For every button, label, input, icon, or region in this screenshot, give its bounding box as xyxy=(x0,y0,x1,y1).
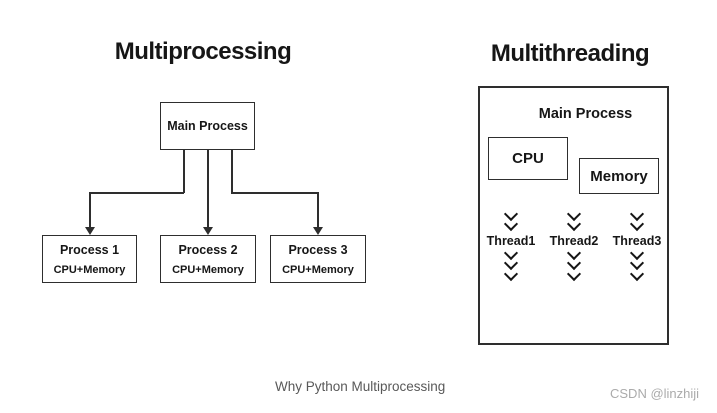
figure-caption: Why Python Multiprocessing xyxy=(275,379,446,394)
chevron-down-icon xyxy=(503,266,519,281)
chevron-down-icon xyxy=(566,216,582,232)
process-3-name: Process 3 xyxy=(288,242,348,257)
connector-line-right-vertical xyxy=(317,192,319,229)
chevron-group-top xyxy=(503,206,519,233)
chevron-down-icon xyxy=(566,266,582,281)
thread-3-label: Thread3 xyxy=(612,234,662,248)
arrow-down-icon xyxy=(313,227,323,235)
process-1-name: Process 1 xyxy=(59,242,120,257)
chevron-group-bottom xyxy=(629,245,645,283)
process-3-box: Process 3 CPU+Memory xyxy=(270,235,366,283)
process-2-name: Process 2 xyxy=(178,242,238,257)
multiprocessing-title: Multiprocessing xyxy=(114,38,292,65)
connector-line-left-vertical xyxy=(89,192,91,229)
process-2-detail: CPU+Memory xyxy=(172,263,244,276)
thread-1-label: Thread1 xyxy=(486,234,536,248)
cpu-label: CPU xyxy=(512,150,544,167)
memory-label: Memory xyxy=(590,167,648,185)
thread-2-column: Thread2 xyxy=(539,206,609,283)
connector-line-middle xyxy=(207,150,209,229)
process-3-detail: CPU+Memory xyxy=(282,263,354,276)
main-process-box: Main Process xyxy=(160,102,255,150)
chevron-group-bottom xyxy=(566,245,582,283)
cpu-box: CPU xyxy=(488,137,568,180)
chevron-group-top xyxy=(629,206,645,233)
chevron-group-bottom xyxy=(503,245,519,283)
arrow-down-icon xyxy=(85,227,95,235)
chevron-down-icon xyxy=(503,216,519,232)
process-2-box: Process 2 CPU+Memory xyxy=(160,235,256,283)
connector-line-left-stub xyxy=(183,150,185,193)
main-process-label: Main Process xyxy=(167,119,248,133)
connector-line-right-stub xyxy=(231,150,233,193)
thread-1-column: Thread1 xyxy=(476,206,546,283)
chevron-down-icon xyxy=(629,216,645,232)
connector-line-left-horizontal xyxy=(89,192,184,194)
memory-box: Memory xyxy=(579,158,659,194)
thread-3-column: Thread3 xyxy=(602,206,672,283)
chevron-group-top xyxy=(566,206,582,233)
process-1-detail: CPU+Memory xyxy=(53,263,126,276)
multithreading-main-process-label: Main Process xyxy=(538,106,633,122)
thread-2-label: Thread2 xyxy=(549,234,599,248)
multithreading-main-process-box xyxy=(478,86,669,345)
multithreading-title: Multithreading xyxy=(490,40,650,67)
process-1-box: Process 1 CPU+Memory xyxy=(42,235,137,283)
connector-line-right-horizontal xyxy=(231,192,318,194)
arrow-down-icon xyxy=(203,227,213,235)
watermark-text: CSDN @linzhiji xyxy=(610,386,700,401)
chevron-down-icon xyxy=(629,266,645,281)
